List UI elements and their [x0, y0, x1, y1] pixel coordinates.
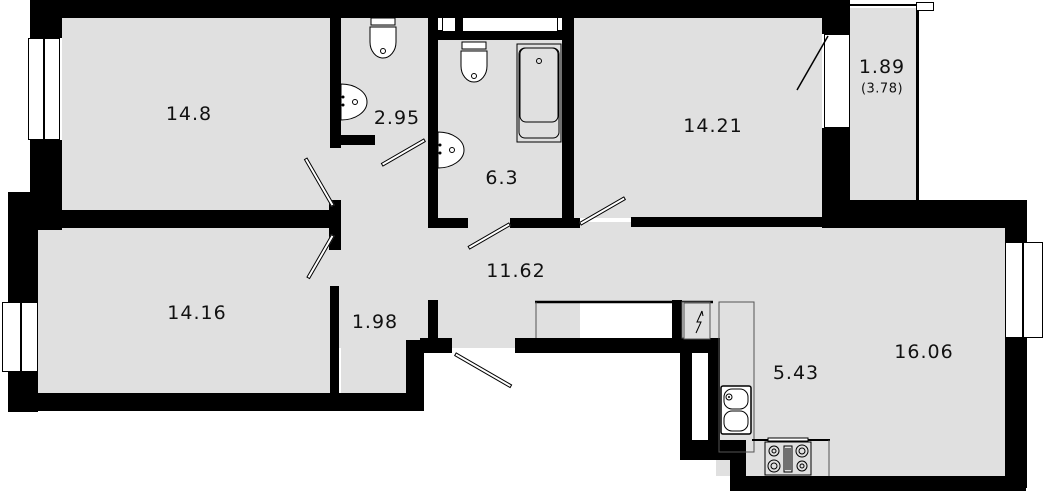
area-label-wc: 2.95 — [373, 107, 421, 129]
room-closet — [341, 290, 406, 393]
wall — [708, 338, 720, 448]
kitchen-counter — [718, 301, 755, 453]
area-label-bedroom-3: 14.16 — [167, 302, 227, 324]
window-frame — [1022, 242, 1024, 338]
wall — [330, 135, 375, 145]
bathtub-icon — [516, 43, 562, 143]
wall — [1005, 200, 1027, 242]
window-frame — [455, 17, 463, 32]
wall — [428, 30, 568, 40]
area-label-living-room: 16.06 — [894, 341, 954, 363]
area-label-bathroom: 6.3 — [485, 167, 519, 189]
window — [1005, 242, 1043, 338]
area-label-bedroom-2: 14.21 — [683, 115, 743, 137]
room-bedroom-1 — [62, 18, 330, 210]
wall — [8, 393, 424, 411]
room-kitchen-living — [716, 228, 1006, 476]
wall — [822, 200, 1022, 228]
wall — [30, 0, 850, 18]
kitchen-sink-icon — [720, 385, 752, 435]
wall — [330, 18, 341, 148]
area-label-hallway: 11.62 — [486, 260, 546, 282]
wall — [1005, 338, 1027, 488]
wall — [37, 210, 337, 228]
balcony-door[interactable] — [824, 34, 850, 128]
balcony-rail — [849, 4, 917, 6]
wall — [515, 338, 720, 353]
wall — [510, 218, 580, 228]
wall — [680, 440, 746, 460]
area-label-balcony: 1.89 — [858, 56, 906, 78]
wall — [680, 340, 692, 460]
entrance-door[interactable] — [454, 352, 513, 389]
room-balcony — [849, 8, 917, 200]
area-label-closet: 1.98 — [351, 311, 399, 333]
toilet-icon — [369, 17, 397, 59]
window-frame — [20, 302, 22, 372]
wall — [30, 0, 62, 38]
area-label-balcony-full: (3.78) — [860, 81, 904, 97]
electric-panel-icon — [683, 302, 711, 340]
window-frame — [43, 38, 45, 140]
wall — [428, 300, 438, 340]
toilet-icon — [460, 41, 488, 83]
wall — [822, 0, 850, 34]
wall — [330, 286, 339, 396]
wall — [406, 340, 424, 410]
wall — [562, 0, 574, 228]
wall — [730, 476, 1026, 491]
room-bedroom-3 — [37, 228, 330, 393]
wall — [428, 18, 438, 228]
window — [442, 17, 558, 32]
sink-icon — [437, 131, 465, 169]
balcony-post — [916, 2, 934, 11]
wall — [672, 300, 682, 340]
balcony-rail — [916, 4, 919, 200]
area-label-kitchen: 5.43 — [772, 362, 820, 384]
sink-icon — [340, 83, 368, 121]
wall — [420, 338, 452, 353]
wall — [428, 218, 468, 228]
room-bedroom-2 — [574, 18, 822, 218]
area-label-bedroom-1: 14.8 — [165, 103, 213, 125]
wall — [631, 217, 849, 227]
stove-icon — [764, 437, 812, 476]
wall — [8, 192, 38, 302]
balcony-door-swing — [796, 35, 829, 91]
